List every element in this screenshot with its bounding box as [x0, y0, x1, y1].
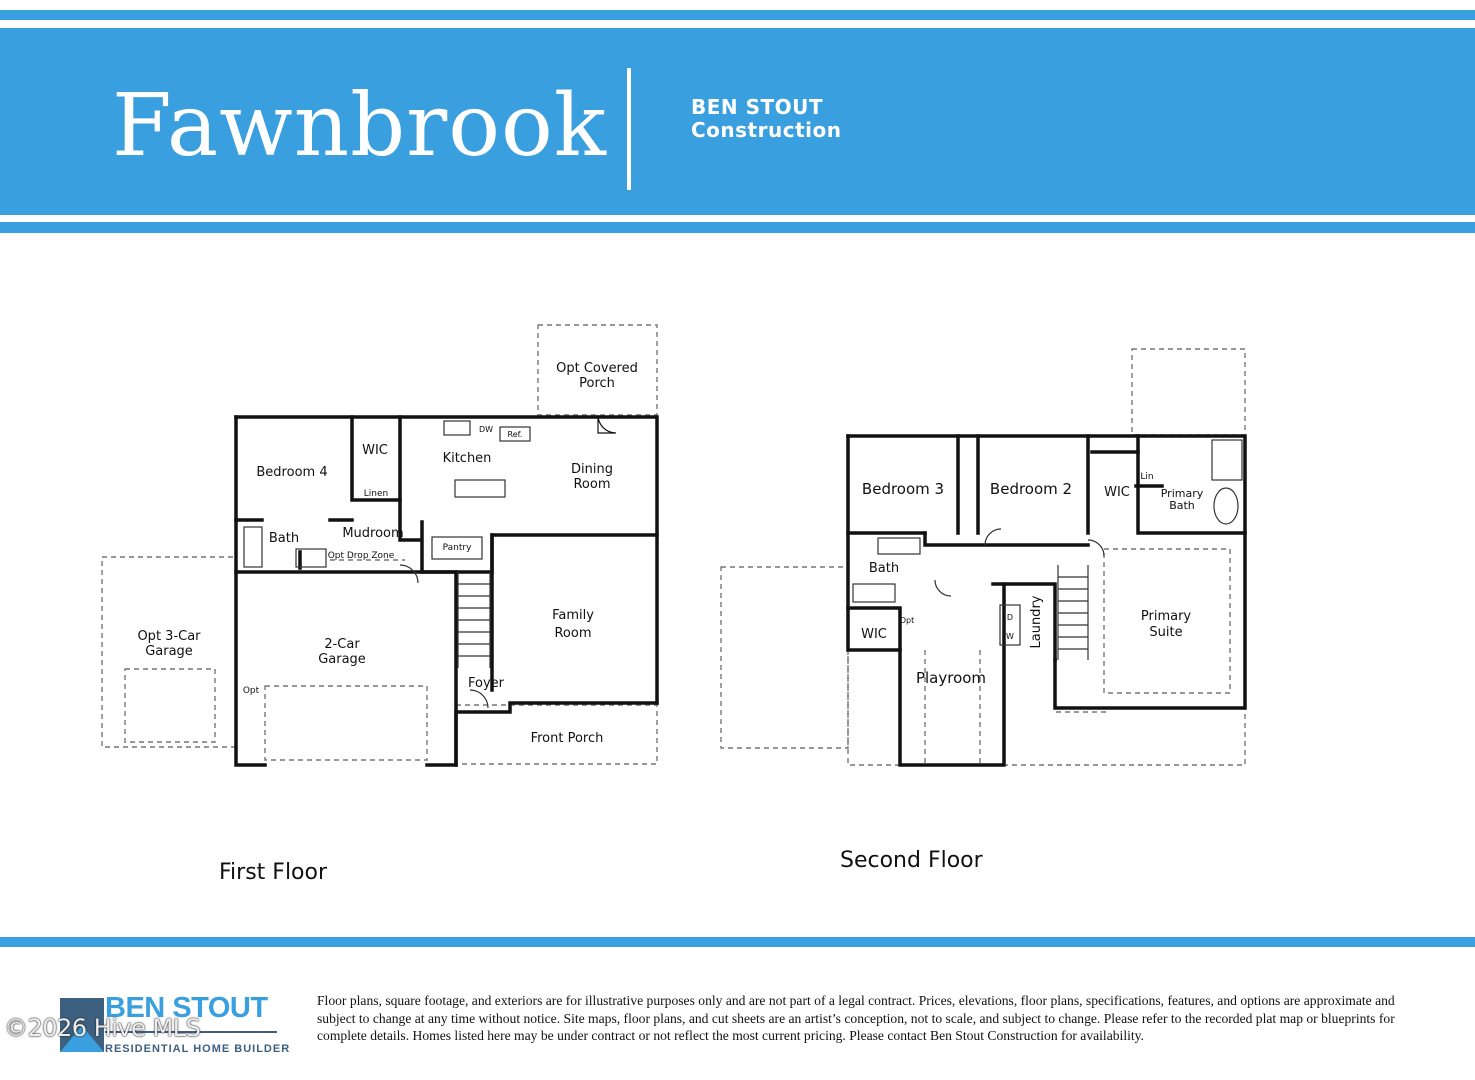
label-opt-3-car-garage: Opt 3-Car — [137, 629, 201, 644]
label-2-car-garage-2: Garage — [318, 652, 366, 667]
logo-wordmark: BEN STOUT — [105, 992, 268, 1024]
second-floor-plan: Bedroom 3 Bedroom 2 WIC Lin Primary Bath… — [720, 348, 1247, 767]
header-band — [0, 28, 1475, 215]
second-floor-walls — [846, 434, 1247, 767]
label-wic-lower: WIC — [861, 627, 887, 642]
label-primary-bath-2: Bath — [1169, 499, 1195, 512]
label-opt-covered-porch-2: Porch — [579, 376, 615, 391]
first-floor-fixtures — [243, 414, 617, 709]
label-dining-room-2: Room — [573, 477, 610, 492]
first-floor-caption: First Floor — [219, 860, 328, 885]
first-floor-plan: Opt Covered Porch Bedroom 4 WIC Linen Ki… — [101, 324, 659, 767]
label-opt-covered-porch: Opt Covered — [556, 361, 638, 376]
floor-plans-drawing: Opt Covered Porch Bedroom 4 WIC Linen Ki… — [101, 324, 1247, 767]
label-mudroom: Mudroom — [342, 526, 403, 541]
label-dryer: D — [1007, 613, 1013, 622]
second-floor-fixtures — [852, 439, 1243, 660]
label-pantry: Pantry — [443, 543, 472, 553]
label-lin: Lin — [1140, 472, 1153, 482]
label-2-car-garage: 2-Car — [324, 637, 360, 652]
label-bath: Bath — [269, 531, 299, 546]
mls-watermark: ©2026 Hive MLS — [4, 1014, 201, 1042]
label-dining-room: Dining — [571, 462, 613, 477]
label-washer: W — [1006, 632, 1014, 641]
label-opt-door: Opt — [243, 686, 260, 696]
brand-line-2: Construction — [691, 118, 842, 142]
logo-subtitle: RESIDENTIAL HOME BUILDER — [105, 1043, 291, 1055]
label-bedroom-4: Bedroom 4 — [256, 465, 327, 480]
footer-stripe — [0, 937, 1475, 947]
label-family-room: Family — [552, 608, 594, 623]
label-front-porch: Front Porch — [531, 731, 604, 746]
label-bedroom-2: Bedroom 2 — [990, 480, 1072, 498]
header-bottom-stripe — [0, 222, 1475, 233]
label-opt-upper: Opt — [900, 616, 915, 625]
brand-line-1: BEN STOUT — [691, 95, 824, 119]
label-wic: WIC — [362, 443, 388, 458]
second-floor-caption: Second Floor — [840, 848, 983, 873]
first-floor-walls — [234, 415, 659, 767]
label-bath-upper: Bath — [869, 561, 899, 576]
label-kitchen: Kitchen — [443, 451, 492, 466]
label-primary-suite-2: Suite — [1149, 625, 1182, 640]
plan-title: Fawnbrook — [112, 76, 607, 176]
label-primary-bath: Primary — [1161, 487, 1204, 500]
logo-rule — [105, 1031, 277, 1033]
label-laundry: Laundry — [1029, 595, 1044, 648]
house-logo-icon — [60, 998, 104, 1052]
header-divider — [627, 68, 631, 190]
label-linen: Linen — [364, 489, 388, 499]
label-opt-3-car-garage-2: Garage — [145, 644, 193, 659]
first-floor-optional-outlines — [101, 324, 658, 765]
label-family-room-2: Room — [554, 626, 591, 641]
header-top-stripe — [0, 10, 1475, 20]
label-ref: Ref. — [508, 430, 523, 439]
label-primary-suite: Primary — [1141, 609, 1192, 624]
disclaimer-text: Floor plans, square footage, and exterio… — [317, 993, 1395, 1044]
second-floor-optional-outlines — [720, 348, 1246, 766]
label-bedroom-3: Bedroom 3 — [862, 480, 944, 498]
label-foyer: Foyer — [468, 676, 505, 691]
label-opt-drop-zone: Opt Drop Zone — [328, 551, 395, 561]
label-dw: DW — [479, 425, 493, 434]
label-playroom: Playroom — [916, 669, 986, 687]
label-wic-upper: WIC — [1104, 485, 1130, 500]
